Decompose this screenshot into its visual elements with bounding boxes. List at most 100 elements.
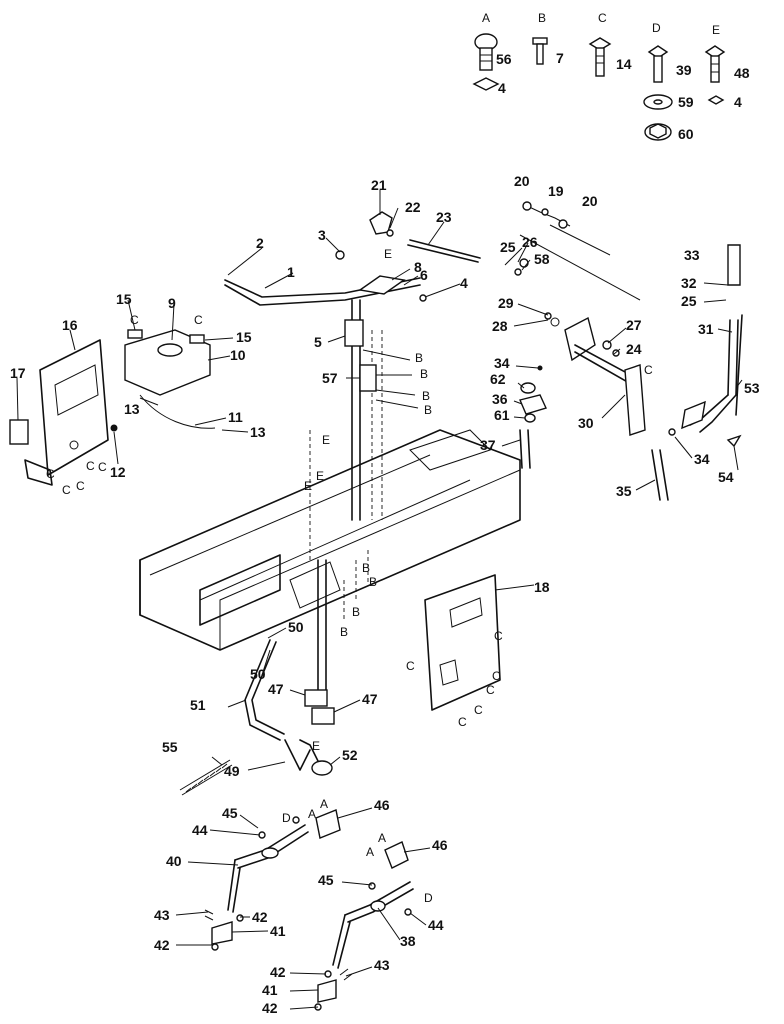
part-label-60: 60 <box>678 126 694 142</box>
part-label-8: 8 <box>414 259 422 275</box>
part-label-22: 22 <box>405 199 421 215</box>
steering-shaft <box>309 299 383 701</box>
ref-c: C <box>474 703 483 717</box>
hardware-letter-b: B <box>538 11 546 25</box>
ref-b: B <box>424 403 432 417</box>
part-label-34: 34 <box>494 355 510 371</box>
hardware-b-pin: B 7 <box>532 11 564 66</box>
ref-e: E <box>304 479 312 493</box>
part-label-57: 57 <box>322 370 338 386</box>
part-label-44: 44 <box>192 822 208 838</box>
part-label-21: 21 <box>371 177 387 193</box>
ref-a: A <box>320 797 328 811</box>
ref-b: B <box>369 575 377 589</box>
part-label-20b: 20 <box>582 193 598 209</box>
part-label-59: 59 <box>678 94 694 110</box>
part-label-12: 12 <box>110 464 126 480</box>
part-label-47: 47 <box>268 681 284 697</box>
hardware-d-bolt-set: D 39 59 60 <box>643 21 694 142</box>
part-label-11: 11 <box>228 409 243 425</box>
hardware-reference-letters: E C C C C C C C B B B B E E E B B B B C … <box>46 247 653 905</box>
part-label-17: 17 <box>10 365 26 381</box>
part-label-30: 30 <box>578 415 594 431</box>
part-label-41: 41 <box>270 923 286 939</box>
part-label-43: 43 <box>154 907 170 923</box>
lift-lever-assembly <box>514 201 743 501</box>
ref-c: C <box>46 467 55 481</box>
leader-lines <box>16 190 743 1010</box>
hardware-letter-a: A <box>482 11 490 25</box>
right-panel-assembly <box>424 574 501 711</box>
part-label-2: 2 <box>256 235 264 251</box>
part-label-45: 45 <box>222 805 238 821</box>
part-label-10: 10 <box>230 347 246 363</box>
ref-d: D <box>282 811 291 825</box>
ref-c: C <box>130 313 139 327</box>
part-label-5: 5 <box>314 334 322 350</box>
part-label-25: 25 <box>500 239 516 255</box>
hardware-letter-d: D <box>652 21 661 35</box>
part-label-27: 27 <box>626 317 642 333</box>
part-label-51: 51 <box>190 697 206 713</box>
part-label-55: 55 <box>162 739 178 755</box>
ref-b: B <box>340 625 348 639</box>
hardware-e-bolt: E 48 4 <box>704 23 750 110</box>
part-labels: 1 2 3 4 5 6 8 9 10 11 12 13 13 15 15 16 … <box>10 173 760 1016</box>
part-label-26: 26 <box>522 234 538 250</box>
part-label-33: 33 <box>684 247 700 263</box>
ref-a: A <box>378 831 386 845</box>
hardware-c-screw: C 14 <box>588 11 632 77</box>
lift-arm-left <box>204 809 341 951</box>
ref-a: A <box>366 845 374 859</box>
part-label-34b: 34 <box>694 451 710 467</box>
part-label-6: 6 <box>420 267 428 283</box>
part-label-42: 42 <box>252 909 268 925</box>
part-label-58: 58 <box>534 251 550 267</box>
hardware-letter-e: E <box>712 23 720 37</box>
part-label-32: 32 <box>681 275 697 291</box>
part-label-43b: 43 <box>374 957 390 973</box>
ref-e: E <box>322 433 330 447</box>
part-label-14: 14 <box>616 56 632 72</box>
ref-e: E <box>384 247 392 261</box>
part-label-37: 37 <box>480 437 496 453</box>
part-label-41b: 41 <box>262 982 278 998</box>
part-label-9: 9 <box>168 295 176 311</box>
ref-b: B <box>362 561 370 575</box>
ref-b: B <box>420 367 428 381</box>
part-label-53: 53 <box>744 380 760 396</box>
ref-c: C <box>492 669 501 683</box>
part-label-15b: 15 <box>236 329 252 345</box>
part-label-24: 24 <box>626 341 642 357</box>
part-label-28: 28 <box>492 318 508 334</box>
part-label-1: 1 <box>287 264 295 280</box>
part-label-13b: 13 <box>250 424 266 440</box>
part-label-18: 18 <box>534 579 550 595</box>
part-label-3: 3 <box>318 227 326 243</box>
part-label-44b: 44 <box>428 917 444 933</box>
part-label-52: 52 <box>342 747 358 763</box>
hardware-letter-c: C <box>598 11 607 25</box>
part-label-61: 61 <box>494 407 510 423</box>
lift-arm-right <box>314 841 414 1011</box>
part-label-19: 19 <box>548 183 564 199</box>
part-label-15: 15 <box>116 291 132 307</box>
ref-c: C <box>76 479 85 493</box>
part-label-38: 38 <box>400 933 416 949</box>
part-label-13: 13 <box>124 401 140 417</box>
part-label-7: 7 <box>556 50 564 66</box>
part-label-23: 23 <box>436 209 452 225</box>
ref-c: C <box>486 683 495 697</box>
part-label-56: 56 <box>496 51 512 67</box>
hardware-legend: A 56 4 B 7 C 14 D <box>472 11 750 142</box>
part-label-47b: 47 <box>362 691 378 707</box>
part-label-62: 62 <box>490 371 506 387</box>
steering-link-assembly <box>224 211 481 409</box>
part-label-46: 46 <box>374 797 390 813</box>
ref-b: B <box>422 389 430 403</box>
ref-c: C <box>62 483 71 497</box>
part-label-4-e-nut: 4 <box>734 94 742 110</box>
part-label-4: 4 <box>460 275 468 291</box>
ref-c: C <box>86 459 95 473</box>
